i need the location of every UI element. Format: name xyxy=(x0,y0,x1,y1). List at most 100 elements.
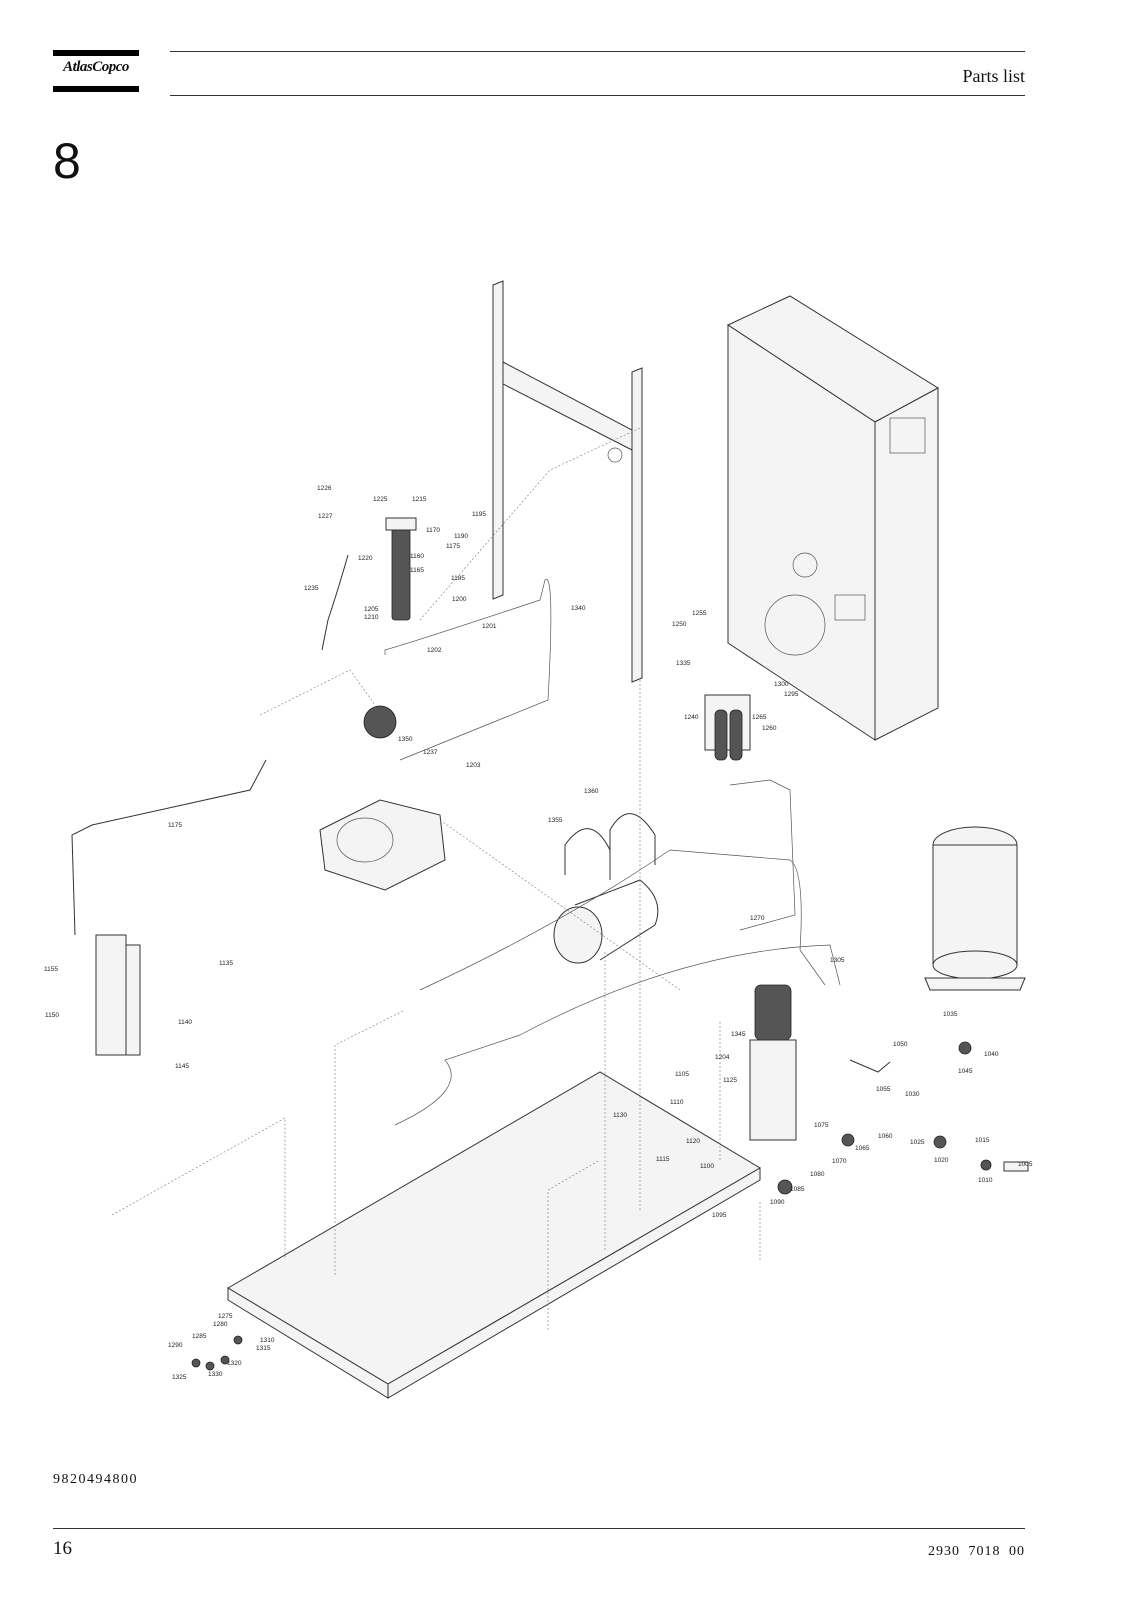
callout: 1085 xyxy=(790,1186,805,1193)
callout: 1280 xyxy=(213,1321,228,1328)
callout: 1155 xyxy=(44,966,58,973)
callout: 1237 xyxy=(423,749,438,756)
callout: 1005 xyxy=(1018,1161,1033,1168)
callout: 1120 xyxy=(686,1138,700,1145)
atlas-copco-logo: AtlasCopco xyxy=(53,50,139,94)
callout: 1110 xyxy=(670,1099,684,1106)
callout-labels: 1226 1225 1215 1227 1170 1195 1190 1220 … xyxy=(44,485,1033,1381)
callout: 1265 xyxy=(752,714,767,721)
callout: 1295 xyxy=(784,691,799,698)
document-code: 2930 7018 00 xyxy=(928,1544,1025,1559)
callout: 1125 xyxy=(723,1077,737,1084)
small-fittings-group xyxy=(191,1335,243,1371)
callout: 1215 xyxy=(412,496,427,503)
cooler xyxy=(71,759,267,1056)
callout: 1175 xyxy=(168,822,182,829)
callout: 1260 xyxy=(762,725,777,732)
callout: 1055 xyxy=(876,1086,891,1093)
callout: 1130 xyxy=(613,1112,627,1119)
header-rule-top xyxy=(170,51,1025,52)
header-rule-bottom xyxy=(170,95,1025,96)
logo-wordmark: AtlasCopco xyxy=(63,59,129,75)
callout: 1150 xyxy=(45,1012,59,1019)
callout: 1310 xyxy=(260,1337,275,1344)
logo-bar-bottom xyxy=(53,86,139,92)
pipe-fittings xyxy=(777,1041,1029,1195)
callout: 1270 xyxy=(750,915,765,922)
callout: 1325 xyxy=(172,1374,187,1381)
assembly-guide-lines xyxy=(111,427,761,1330)
callout: 1145 xyxy=(175,1063,189,1070)
callout: 1105 xyxy=(675,1071,689,1078)
callout: 1060 xyxy=(878,1133,893,1140)
callout: 1360 xyxy=(584,788,599,795)
callout: 1203 xyxy=(466,762,481,769)
callout: 1235 xyxy=(304,585,319,592)
hoses xyxy=(384,578,841,1126)
callout: 1250 xyxy=(672,621,687,628)
base-frame xyxy=(227,1071,761,1399)
callout: 1290 xyxy=(168,1342,183,1349)
callout: 1205 xyxy=(364,606,379,613)
callout: 1305 xyxy=(830,957,845,964)
callout: 1050 xyxy=(893,1041,908,1048)
callout: 1185 xyxy=(451,575,465,582)
callout: 1160 xyxy=(410,553,424,560)
callout: 1240 xyxy=(684,714,699,721)
enclosure-panel xyxy=(726,295,939,741)
exploded-parts-drawing: 1226 1225 1215 1227 1170 1195 1190 1220 … xyxy=(44,280,1033,1399)
callout: 1330 xyxy=(208,1371,223,1378)
callout: 1140 xyxy=(178,1019,192,1026)
callout: 1115 xyxy=(656,1156,670,1163)
callout: 1135 xyxy=(219,960,233,967)
callout: 1345 xyxy=(731,1031,746,1038)
footer-rule xyxy=(53,1528,1025,1529)
callout: 1080 xyxy=(810,1171,825,1178)
callout: 1355 xyxy=(548,817,563,824)
air-receiver xyxy=(924,826,1026,991)
pump xyxy=(749,984,797,1141)
callout: 1315 xyxy=(256,1345,271,1352)
callout: 1285 xyxy=(192,1333,207,1340)
callout: 1255 xyxy=(692,610,707,617)
callout: 1070 xyxy=(832,1158,847,1165)
callout: 1275 xyxy=(218,1313,233,1320)
callout: 1350 xyxy=(398,736,413,743)
callout: 1170 xyxy=(426,527,440,534)
callout: 1220 xyxy=(358,555,373,562)
page-number: 16 xyxy=(53,1538,72,1559)
callout: 1090 xyxy=(770,1199,785,1206)
callout: 1201 xyxy=(482,623,497,630)
callout: 1020 xyxy=(934,1157,949,1164)
callout: 1045 xyxy=(958,1068,973,1075)
callout: 1204 xyxy=(715,1054,730,1061)
callout: 1075 xyxy=(814,1122,829,1129)
callout: 1195 xyxy=(472,511,486,518)
callout: 1095 xyxy=(712,1212,727,1219)
document-number: 9820494800 xyxy=(53,1472,138,1487)
callout: 1100 xyxy=(700,1163,714,1170)
callout: 1320 xyxy=(227,1360,242,1367)
callout: 1200 xyxy=(452,596,467,603)
callout: 1190 xyxy=(454,533,468,540)
callout: 1300 xyxy=(774,681,789,688)
callout: 1225 xyxy=(373,496,388,503)
callout: 1165 xyxy=(410,567,424,574)
compressor-element xyxy=(319,705,446,891)
callout: 1202 xyxy=(427,647,442,654)
callout: 1035 xyxy=(943,1011,958,1018)
frame-uprights xyxy=(492,280,643,683)
callout: 1210 xyxy=(364,614,379,621)
header-title: Parts list xyxy=(962,66,1025,86)
section-number: 8 xyxy=(53,133,81,189)
callout: 1335 xyxy=(676,660,691,667)
dryer-assembly xyxy=(704,694,751,761)
callout: 1340 xyxy=(571,605,586,612)
callout: 1175 xyxy=(446,543,460,550)
logo-bar-top xyxy=(53,50,139,56)
callout: 1010 xyxy=(978,1177,993,1184)
callout: 1040 xyxy=(984,1051,999,1058)
tank-brackets xyxy=(553,813,659,964)
callout: 1065 xyxy=(855,1145,870,1152)
callout: 1227 xyxy=(318,513,333,520)
